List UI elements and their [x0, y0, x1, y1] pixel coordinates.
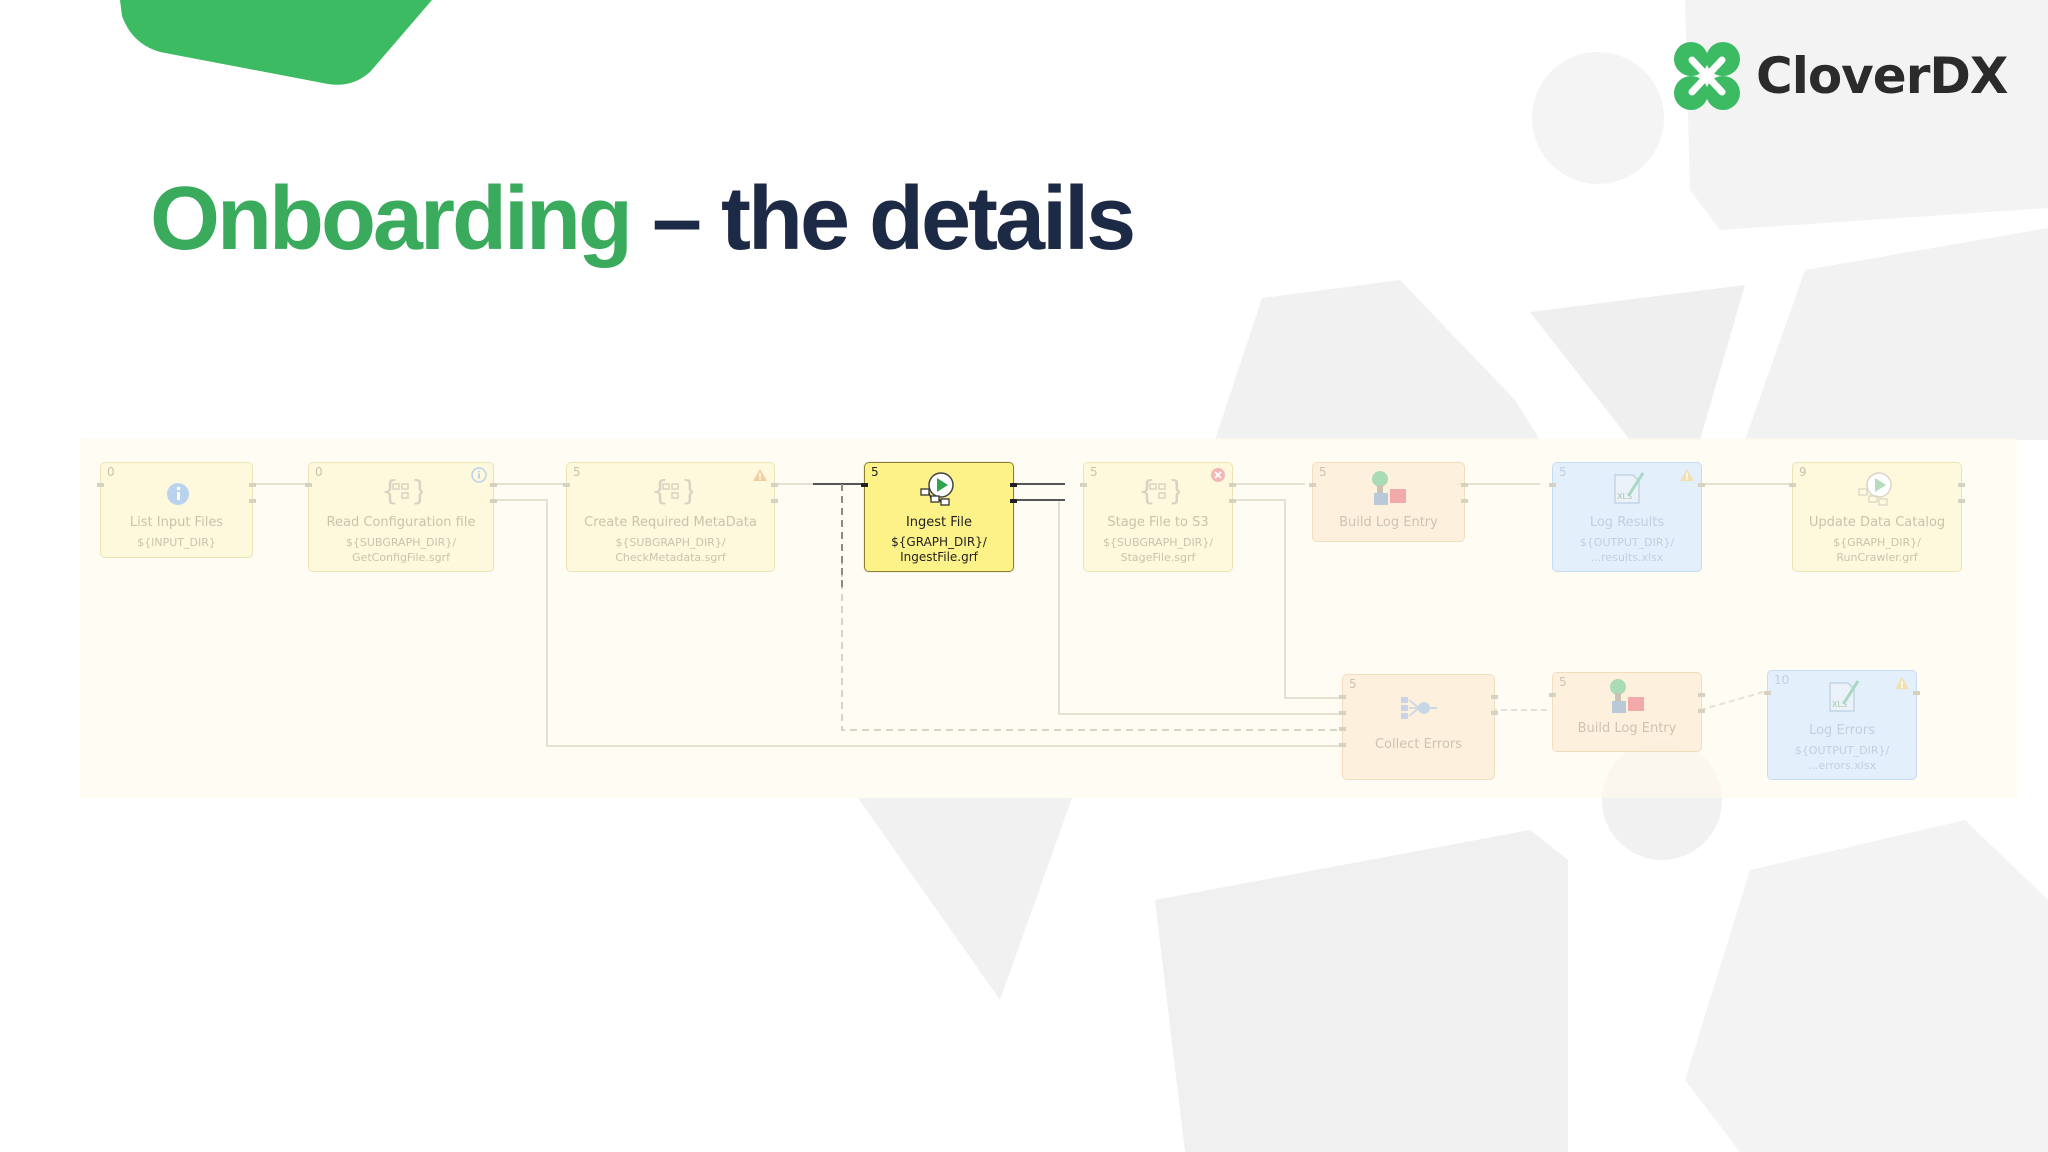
slide-title: Onboarding – the details — [150, 168, 1136, 271]
graph-edges — [253, 483, 1792, 747]
execute-graph-icon — [920, 472, 954, 506]
node-collect-errors[interactable]: 5 Collect Errors — [1339, 674, 1498, 780]
svg-text:XLS: XLS — [1617, 492, 1632, 501]
reformat-icon — [1371, 471, 1406, 505]
error-badge-icon — [1210, 467, 1226, 486]
node-stage-file-to-s3[interactable]: 5 {} Stage File to S3 ${SUBGRAPH_DIR}/ S… — [1080, 462, 1236, 572]
svg-text:{: { — [1138, 474, 1156, 507]
subgraph-icon: {} — [1138, 474, 1180, 507]
execute-graph-icon — [1858, 472, 1892, 506]
info-icon — [166, 483, 189, 505]
brand-name: CloverDX — [1756, 47, 2008, 105]
node-log-results[interactable]: 5 XLS Log Results ${OUTPUT_DIR}/ ...resu… — [1549, 462, 1705, 572]
excel-writer-icon: XLS — [1614, 472, 1645, 504]
info-badge-icon — [471, 467, 487, 486]
svg-text:}: } — [681, 474, 693, 507]
node-ingest-file[interactable]: 5 Ingest File ${GRAPH_DIR}/ IngestFile.g… — [861, 462, 1017, 572]
node-log-errors[interactable]: 10 XLS Log Errors ${OUTPUT_DIR}/ ...erro… — [1764, 670, 1920, 780]
node-build-log-entry[interactable]: 5 Build Log Entry — [1309, 462, 1468, 542]
node-list-input-files[interactable]: 0 List Input Files ${INPUT_DIR} — [97, 462, 256, 558]
reformat-icon — [1610, 679, 1644, 713]
clover-icon — [1674, 42, 1740, 110]
merge-icon — [1400, 697, 1437, 719]
subgraph-icon: {} — [651, 474, 693, 507]
node-update-data-catalog[interactable]: 9 Update Data Catalog ${GRAPH_DIR}/ RunC… — [1789, 462, 1965, 572]
title-rest: – the details — [629, 169, 1136, 269]
svg-text:}: } — [411, 474, 423, 507]
node-build-log-entry-2[interactable]: 5 Build Log Entry — [1549, 672, 1705, 752]
graph-canvas: 0 List Input Files ${INPUT_DIR} 0 {} Rea… — [80, 438, 2017, 798]
warning-badge-icon — [752, 467, 768, 486]
warning-badge-icon — [1679, 467, 1695, 486]
svg-text:{: { — [381, 474, 399, 507]
cloverdx-logo: CloverDX — [1672, 40, 2008, 112]
subgraph-icon: {} — [381, 474, 423, 507]
warning-badge-icon — [1894, 675, 1910, 694]
title-highlight: Onboarding — [150, 169, 633, 269]
node-create-required-metadata[interactable]: 5 {} Create Required MetaData ${SUBGRAPH… — [563, 462, 778, 572]
svg-text:{: { — [651, 474, 669, 507]
svg-text:XLS: XLS — [1832, 700, 1847, 709]
excel-writer-icon: XLS — [1829, 680, 1860, 712]
svg-text:}: } — [1168, 474, 1180, 507]
node-read-configuration-file[interactable]: 0 {} Read Configuration file ${SUBGRAPH_… — [305, 462, 497, 572]
